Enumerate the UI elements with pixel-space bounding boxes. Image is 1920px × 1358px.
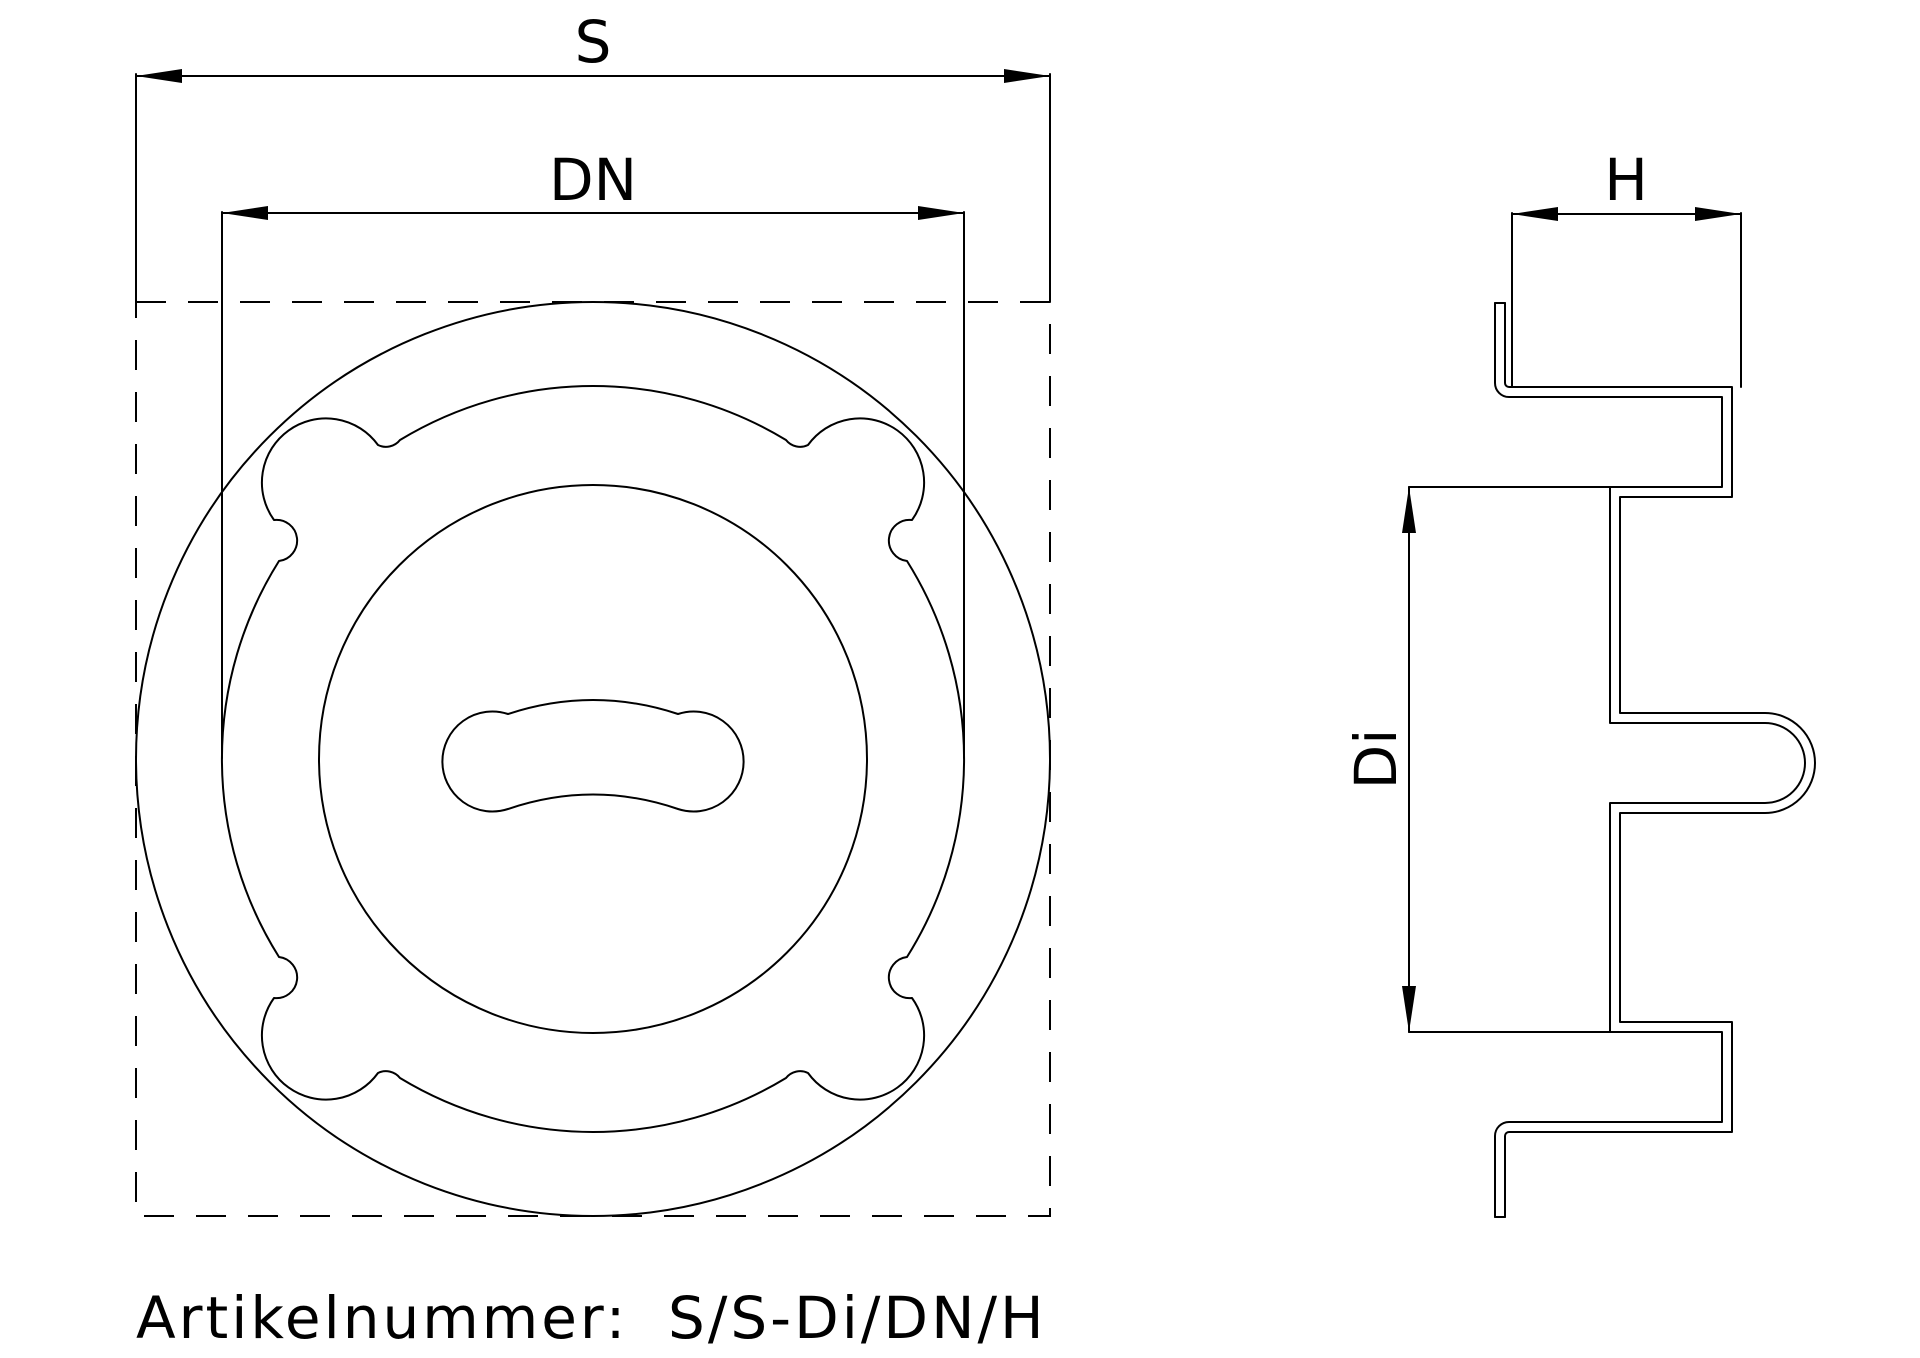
profile-inner-edge [1504, 302, 1816, 1218]
arrowhead [222, 206, 268, 220]
arrowhead [1695, 207, 1741, 221]
dimension-h: H [1511, 146, 1742, 388]
center-slot-outline [441, 699, 745, 813]
arrowhead [1402, 487, 1416, 533]
dimension-label-s: S [575, 8, 612, 76]
arrowhead [1402, 986, 1416, 1032]
side-view: H Di [1342, 146, 1816, 1218]
dimension-label-di: Di [1342, 729, 1410, 790]
inner-disc-circle [318, 484, 868, 1034]
arrowhead [918, 206, 964, 220]
dimension-label-h: H [1604, 146, 1648, 214]
dimension-di: Di [1342, 486, 1611, 1033]
outer-disc-circle [135, 301, 1051, 1217]
arrowhead [1004, 69, 1050, 83]
lobed-ring-outline [220, 385, 966, 1133]
dimension-s: S [135, 8, 1051, 303]
profile-outer-edge [1494, 302, 1806, 1218]
article-number-caption: Artikelnummer: S/S-Di/DN/H [136, 1284, 1047, 1352]
dimension-label-dn: DN [549, 146, 637, 214]
arrowhead [1512, 207, 1558, 221]
bounding-square-dashed [135, 301, 1051, 1217]
caption-label: Artikelnummer: [136, 1284, 628, 1352]
caption-formula: S/S-Di/DN/H [668, 1284, 1047, 1352]
arrowhead [136, 69, 182, 83]
front-view: S DN [135, 8, 1051, 1217]
dimension-dn: DN [221, 146, 965, 759]
